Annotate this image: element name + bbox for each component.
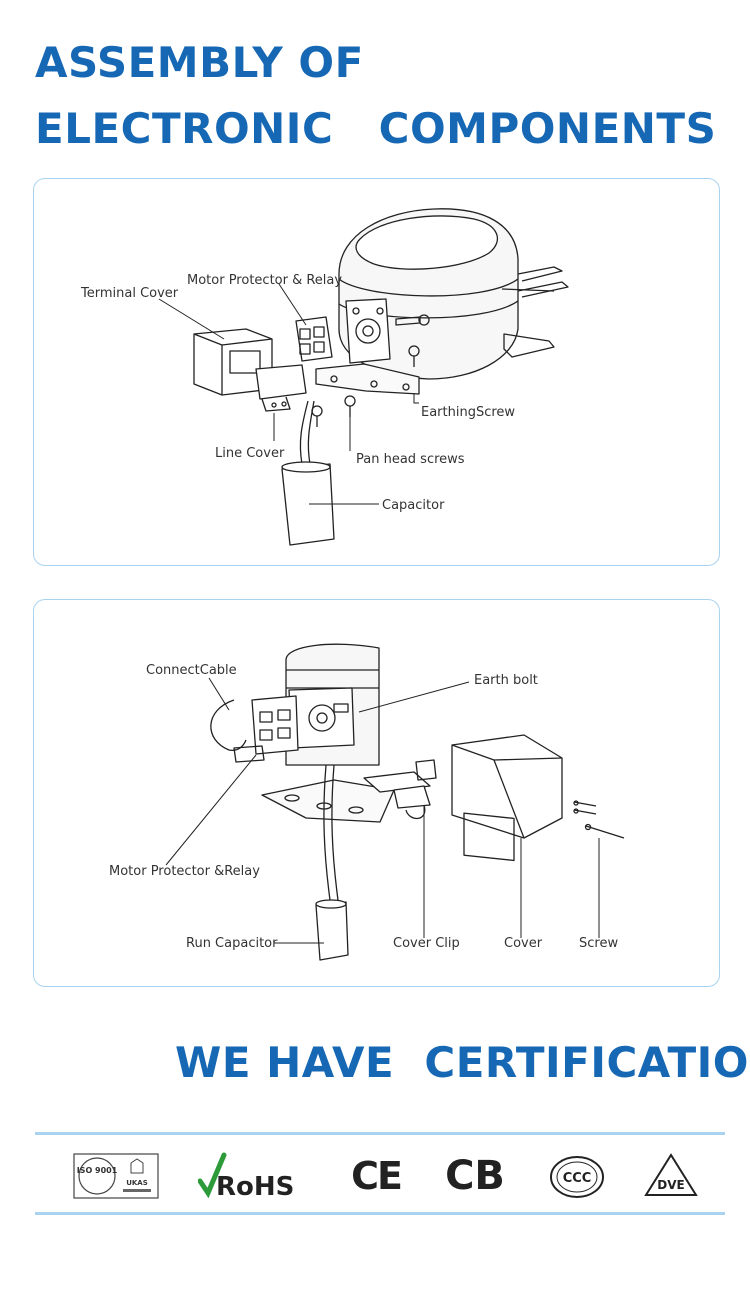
label-connect-cable: ConnectCable (146, 663, 237, 678)
label-run-capacitor: Run Capacitor (186, 936, 278, 951)
heading-line-2: ELECTRONIC COMPONENTS (35, 104, 717, 153)
label-line-cover: Line Cover (215, 446, 285, 461)
vde-text: DVE (657, 1178, 684, 1192)
label-motor-protector-relay: Motor Protector & Relay (187, 273, 342, 288)
iso-text: ISO 9001 (77, 1166, 118, 1175)
ccc-text: CCC (563, 1171, 592, 1186)
compressor-exploded-view-2: ConnectCable Earth bolt Motor Protector … (109, 643, 625, 961)
assembly-diagram-2: ConnectCable Earth bolt Motor Protector … (33, 599, 720, 987)
label-earth-bolt: Earth bolt (474, 673, 538, 688)
ce-text: CE (351, 1154, 403, 1198)
label-pan-head-screws: Pan head screws (356, 452, 465, 467)
rohs-check-icon (198, 1152, 227, 1199)
iso-ukas-certificate-logo: ISO 9001 UKAS (73, 1148, 159, 1204)
vde-logo: DVE (643, 1148, 699, 1204)
ccc-logo: CCC (548, 1148, 606, 1204)
cb-logo: CB (440, 1148, 510, 1204)
label-screw: Screw (579, 936, 618, 951)
label-terminal-cover: Terminal Cover (80, 286, 179, 301)
label-capacitor: Capacitor (382, 498, 445, 513)
label-earthing-screw: EarthingScrew (421, 405, 515, 420)
certification-heading: WE HAVE CERTIFICATION (175, 1038, 750, 1087)
compressor-exploded-view-1: Terminal Cover Motor Protector & Relay E… (80, 208, 569, 546)
rohs-text: RoHS (216, 1172, 294, 1201)
ce-logo: CE (348, 1148, 404, 1204)
divider-top (35, 1132, 725, 1135)
ukas-text: UKAS (126, 1179, 148, 1187)
assembly-diagram-1: Terminal Cover Motor Protector & Relay E… (33, 178, 720, 566)
rohs-logo: RoHS (198, 1148, 310, 1204)
label-motor-protector-relay-2: Motor Protector &Relay (109, 864, 260, 879)
label-cover: Cover (504, 936, 543, 951)
heading-line-1: ASSEMBLY OF (35, 38, 364, 87)
divider-bottom (35, 1212, 725, 1215)
cb-text: CB (445, 1153, 505, 1199)
label-cover-clip: Cover Clip (393, 936, 460, 951)
